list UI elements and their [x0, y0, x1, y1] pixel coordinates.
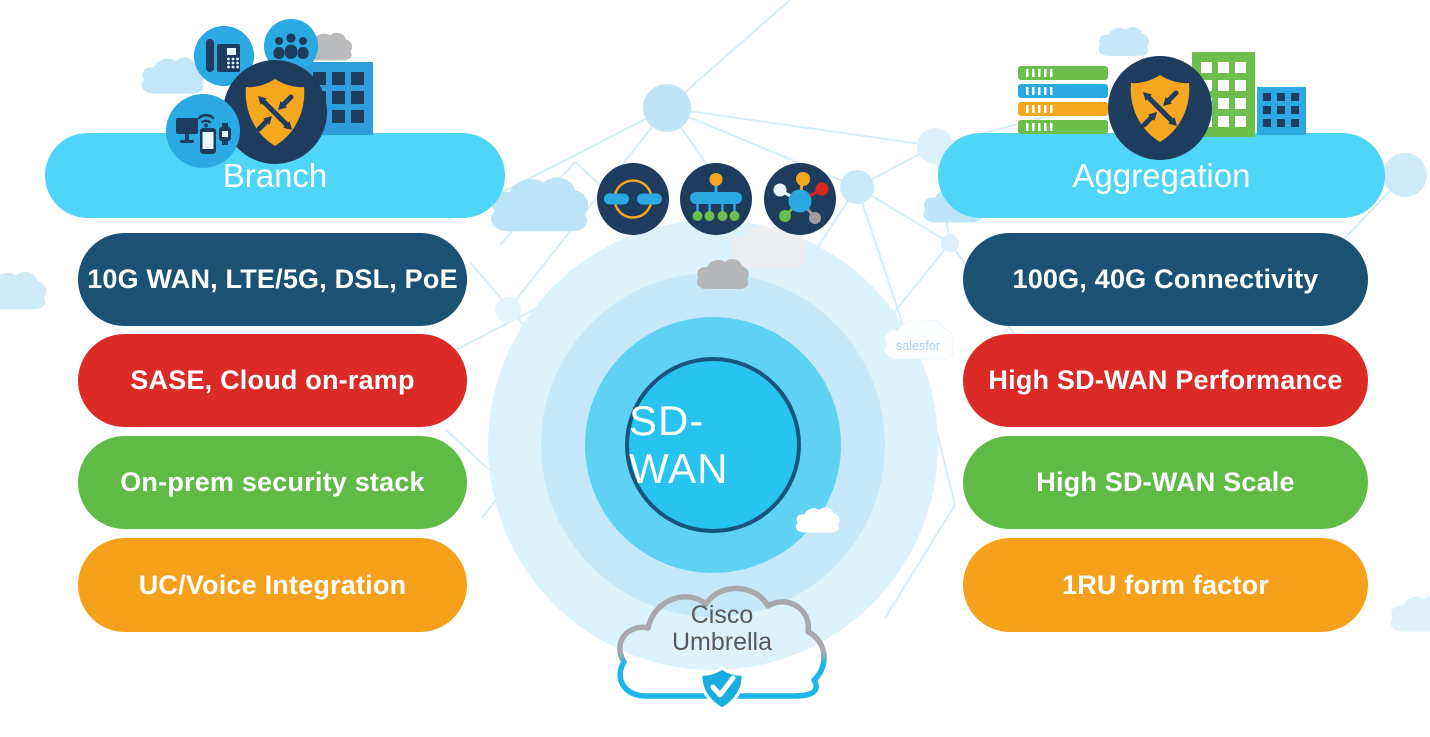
hub-and-spoke-tree-topology-icon: [680, 163, 752, 235]
sdwan-router-shield-icon: [223, 60, 327, 164]
branch-item-label: On-prem security stack: [120, 467, 425, 497]
aggregation-item-label: High SD-WAN Scale: [1036, 467, 1295, 497]
sdwan-core-label: SD-WAN: [629, 397, 729, 492]
desk-phone-icon: [194, 26, 254, 86]
cloud-icon: [1390, 596, 1430, 632]
cloud-icon: [141, 57, 205, 94]
aggregation-item-pill: 1RU form factor: [963, 538, 1368, 632]
cisco-umbrella-label: Cisco Umbrella: [640, 602, 804, 656]
branch-item-pill: On-prem security stack: [78, 436, 467, 529]
server-stack-icon: [1018, 66, 1108, 134]
cloud-icon: [0, 271, 47, 310]
blue-building-icon: [1257, 87, 1306, 135]
point-to-point-topology-icon: [597, 163, 669, 235]
cloud-icon: [491, 177, 589, 232]
cloud-icon: [796, 507, 840, 533]
branch-item-pill: UC/Voice Integration: [78, 538, 467, 632]
cloud-icon: [1098, 26, 1149, 56]
full-mesh-hub-topology-icon: [764, 163, 836, 235]
cloud-icon: [731, 224, 807, 268]
umbrella-cloud-outline: [617, 585, 827, 699]
aggregation-item-pill: High SD-WAN Scale: [963, 436, 1368, 529]
cisco-umbrella-label-line1: Cisco: [690, 601, 754, 629]
salesforce-cloud-label: salesfor: [896, 339, 940, 353]
cisco-umbrella-label-line2: Umbrella: [671, 628, 773, 656]
cloud-icon: [696, 259, 749, 289]
aggregation-header-label: Aggregation: [1072, 156, 1251, 194]
aggregation-item-pill: 100G, 40G Connectivity: [963, 233, 1368, 326]
salesforce-cloud: salesfor: [884, 319, 955, 360]
aggregation-item-pill: High SD-WAN Performance: [963, 334, 1368, 427]
sdwan-router-shield-icon: [1108, 56, 1212, 160]
branch-item-pill: 10G WAN, LTE/5G, DSL, PoE: [78, 233, 467, 326]
cisco-umbrella-cloud: [617, 585, 827, 711]
check-shield-icon: [699, 666, 745, 711]
aggregation-item-label: High SD-WAN Performance: [988, 365, 1343, 395]
cloud-icon: [884, 319, 955, 360]
branch-item-label: UC/Voice Integration: [138, 569, 407, 600]
team-users-icon: [264, 19, 318, 73]
branch-item-label: SASE, Cloud on-ramp: [130, 365, 415, 395]
aggregation-item-label: 100G, 40G Connectivity: [1012, 264, 1319, 294]
mesh-nodes: [495, 84, 1427, 392]
multi-device-icon: [166, 94, 240, 168]
branch-item-label: 10G WAN, LTE/5G, DSL, PoE: [87, 264, 458, 294]
sdwan-core-circle: SD-WAN: [625, 357, 801, 533]
branch-item-pill: SASE, Cloud on-ramp: [78, 334, 467, 427]
aggregation-item-label: 1RU form factor: [1061, 569, 1270, 600]
